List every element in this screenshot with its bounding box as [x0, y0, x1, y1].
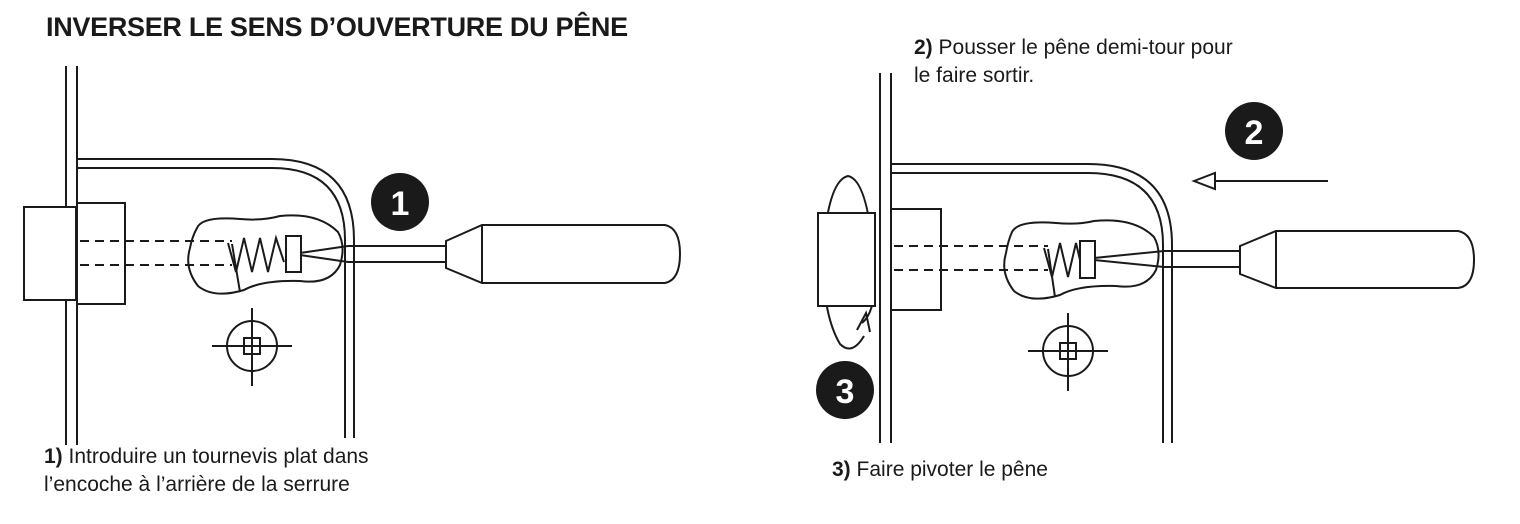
- step-badge-3: 3: [816, 361, 874, 419]
- lock-right-illustration: [817, 73, 1476, 443]
- step-badge-2: 2: [1225, 102, 1283, 160]
- step-3-text-line1: Faire pivoter le pêne: [856, 458, 1048, 481]
- lock-left-illustration: [23, 66, 682, 445]
- step-2-text-line1: Pousser le pêne demi-tour pour: [938, 36, 1233, 59]
- step-badge-3-label: 3: [836, 373, 855, 411]
- step-1-caption: 1) Introduire un tournevis plat dans l’e…: [44, 443, 369, 499]
- page-title: INVERSER LE SENS D’OUVERTURE DU PÊNE: [46, 12, 628, 42]
- step-1-text-line1: Introduire un tournevis plat dans: [68, 445, 369, 468]
- step-badge-2-label: 2: [1245, 114, 1264, 152]
- step-1-number: 1): [44, 445, 63, 468]
- step-badge-1-label: 1: [391, 185, 410, 223]
- step-1-text-line2: l’encoche à l’arrière de la serrure: [44, 473, 350, 496]
- step-2-number: 2): [914, 36, 933, 59]
- step-3-caption: 3) Faire pivoter le pêne: [832, 456, 1048, 484]
- step-badge-1: 1: [371, 173, 429, 231]
- step-2-text-line2: le faire sortir.: [914, 64, 1035, 87]
- step-2-caption: 2) Pousser le pêne demi-tour pour le fai…: [914, 34, 1233, 90]
- step-3-number: 3): [832, 458, 851, 481]
